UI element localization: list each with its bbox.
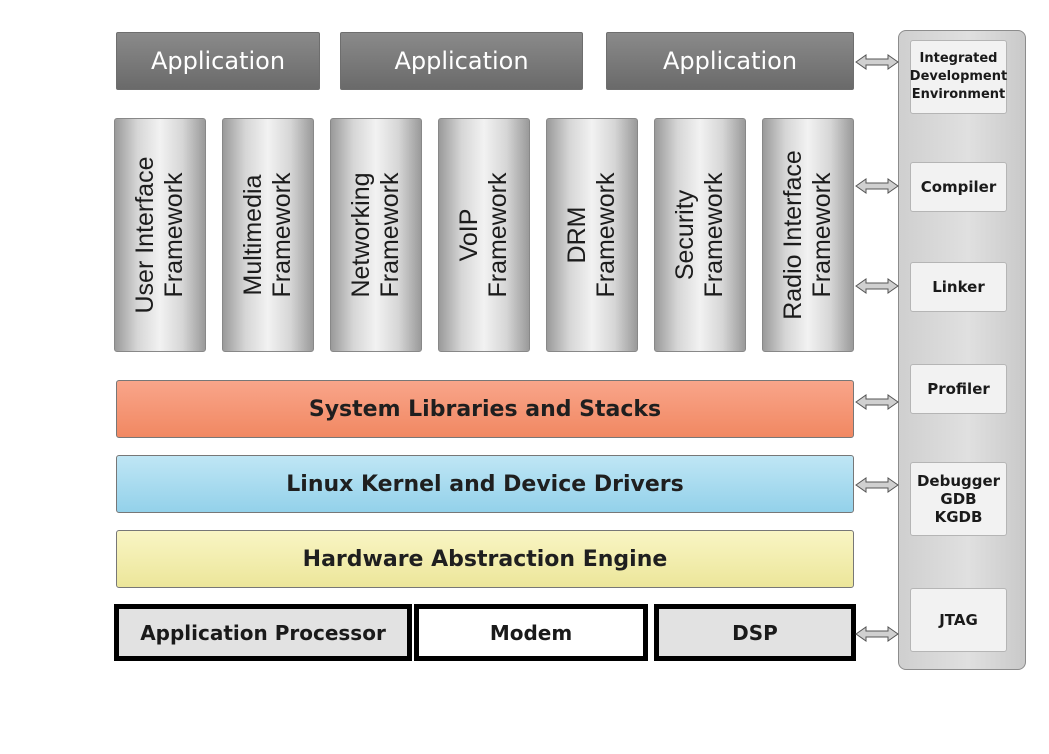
application-processor-box: Application Processor	[114, 604, 412, 661]
jtag-box: JTAG	[910, 588, 1007, 652]
debugger-box: Debugger GDB KGDB	[910, 462, 1007, 536]
dsp-box: DSP	[654, 604, 856, 661]
framework-label: Framework	[376, 172, 404, 298]
application-box-2: Application	[340, 32, 583, 90]
ide-label: Development	[909, 69, 1008, 84]
double-arrow-icon	[855, 278, 899, 294]
modem-box: Modem	[414, 604, 648, 661]
double-arrow-icon	[855, 178, 899, 194]
compiler-box: Compiler	[910, 162, 1007, 212]
profiler-box: Profiler	[910, 364, 1007, 414]
double-arrow-icon	[855, 626, 899, 642]
framework-label: User Interface	[131, 156, 159, 314]
ide-label: Environment	[911, 87, 1006, 102]
debugger-label: GDB	[940, 490, 977, 508]
framework-label: DRM	[563, 206, 591, 264]
ide-label: Integrated	[919, 51, 998, 66]
linker-box: Linker	[910, 262, 1007, 312]
hardware-abstraction-layer: Hardware Abstraction Engine	[116, 530, 854, 588]
framework-label: Networking	[347, 172, 375, 298]
double-arrow-icon	[855, 54, 899, 70]
framework-label: VoIP	[455, 208, 483, 262]
debugger-label: KGDB	[934, 508, 983, 526]
framework-label: Framework	[700, 172, 728, 298]
system-libraries-layer: System Libraries and Stacks	[116, 380, 854, 438]
application-box-3: Application	[606, 32, 854, 90]
framework-label: Framework	[484, 172, 512, 298]
framework-label: Framework	[268, 172, 296, 298]
debugger-label: Debugger	[916, 472, 1001, 490]
double-arrow-icon	[855, 477, 899, 493]
ide-panel	[898, 30, 1026, 670]
double-arrow-icon	[855, 394, 899, 410]
framework-label: Framework	[808, 172, 836, 298]
framework-label: Framework	[592, 172, 620, 298]
linux-kernel-layer: Linux Kernel and Device Drivers	[116, 455, 854, 513]
framework-label: Framework	[160, 172, 188, 298]
framework-label: Radio Interface	[779, 150, 807, 320]
application-box-1: Application	[116, 32, 320, 90]
ide-box: Integrated Development Environment	[910, 40, 1007, 114]
framework-label: Security	[671, 189, 699, 281]
framework-label: Multimedia	[239, 174, 267, 296]
